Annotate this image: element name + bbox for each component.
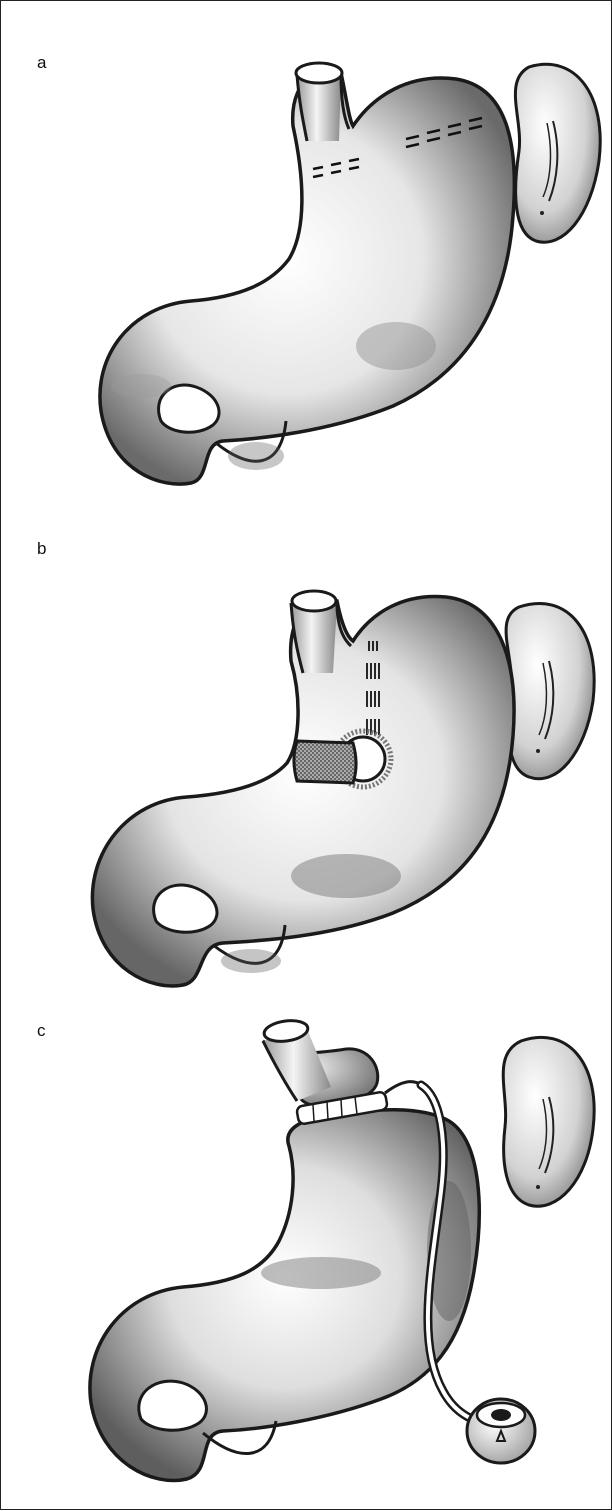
panel-a-drawing: [1, 1, 612, 501]
panel-a: a: [1, 1, 612, 501]
spleen: [506, 603, 594, 778]
panel-c-drawing: [1, 1001, 612, 1511]
access-port: [467, 1399, 535, 1463]
mesh-band: [294, 741, 356, 783]
panel-b-drawing: [1, 501, 612, 1001]
panel-c: c: [1, 1001, 612, 1501]
panel-b: b: [1, 501, 612, 1001]
spleen: [503, 1037, 594, 1206]
